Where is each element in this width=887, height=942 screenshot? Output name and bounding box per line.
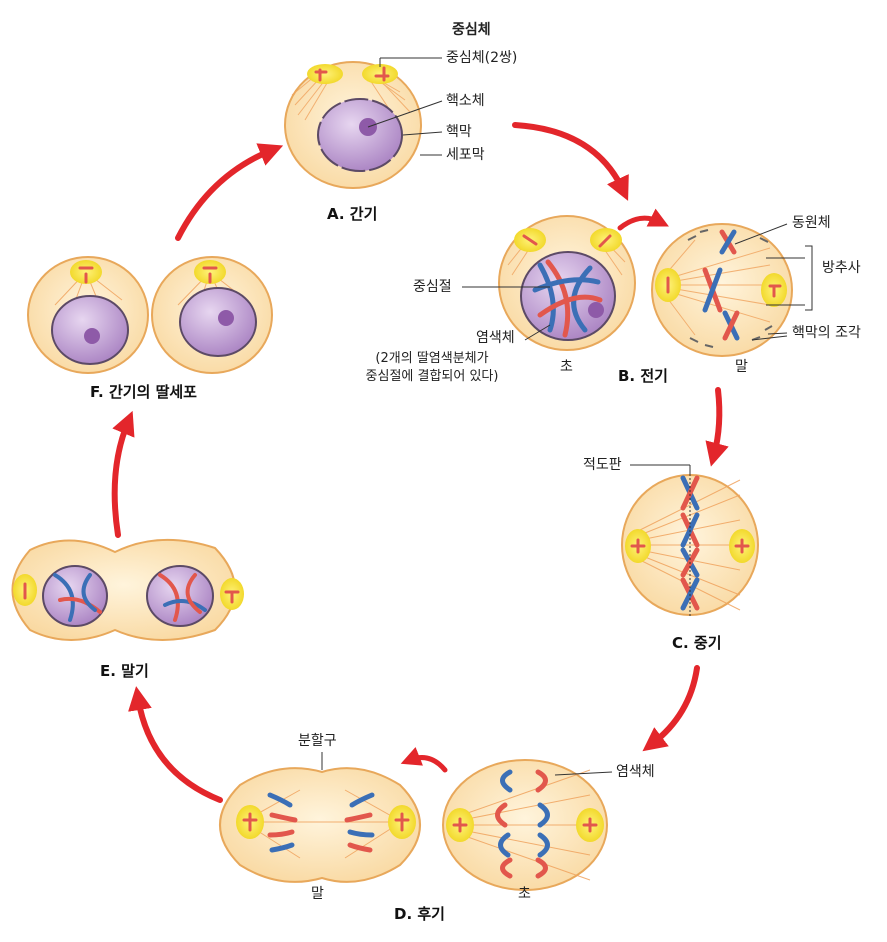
arrow-d-early-to-late [400,747,448,773]
cell-anaphase-late [219,767,421,883]
stage-title-d: D. 후기 [394,905,445,923]
label-nuclear-membrane: 핵막 [446,124,472,140]
label-spindle: 방추사 [822,260,861,276]
label-late-b: 말 [735,359,748,375]
stage-title-a: A. 간기 [327,205,378,223]
label-centrosome-heading: 중심체 [452,22,491,38]
arrow-a-to-b [512,122,629,201]
note-chromosome: (2개의 딸염색분체가 중심절에 결합되어 있다) [337,350,527,385]
cell-daughter-right [151,256,273,374]
leader-lines-a [367,57,443,156]
label-kinetochore: 동원체 [792,215,831,231]
note-chromosome-line-1: (2개의 딸염색분체가 [375,351,489,366]
label-nucleolus: 핵소체 [446,93,485,109]
cell-interphase [284,61,422,189]
arrow-b-to-c [705,387,729,467]
stage-title-f: F. 간기의 딸세포 [90,383,197,401]
label-anaphase-chromosome: 염색체 [616,764,655,780]
arrow-e-to-f [111,410,135,538]
stage-title-c: C. 중기 [672,634,722,652]
label-early-b: 초 [560,359,573,375]
label-chromosome: 염색체 [476,330,515,346]
arrow-f-to-a [175,143,284,241]
leader-lines-b-late [734,223,813,341]
cell-daughter-left [27,256,149,374]
note-chromosome-line-2: 중심절에 결합되어 있다) [365,368,499,384]
cell-telophase [11,538,244,641]
arrow-d-to-e [128,686,223,803]
leader-lines-b-early [462,286,551,341]
stage-title-b: B. 전기 [618,367,668,385]
label-cleavage-furrow: 분할구 [298,733,337,749]
cell-anaphase-early [442,759,608,891]
label-cell-membrane: 세포막 [446,147,485,163]
label-centromere: 중심절 [413,279,452,295]
cell-metaphase [621,470,759,618]
label-centrosome-pair: 중심체(2쌍) [446,50,518,66]
label-early-d: 초 [518,886,531,902]
label-metaphase-plate: 적도판 [583,457,622,473]
leader-lines-c [630,464,691,475]
label-late-d: 말 [311,886,324,902]
stage-title-e: E. 말기 [100,662,149,680]
arrow-b-early-to-late [617,208,669,231]
arrow-c-to-d [642,665,700,752]
cell-prophase-early [498,215,636,351]
leader-lines-d-early [554,771,613,776]
label-nuclear-fragments: 핵막의 조각 [792,325,861,341]
cell-prophase-late [651,223,793,357]
cycle-arrows [111,122,729,803]
